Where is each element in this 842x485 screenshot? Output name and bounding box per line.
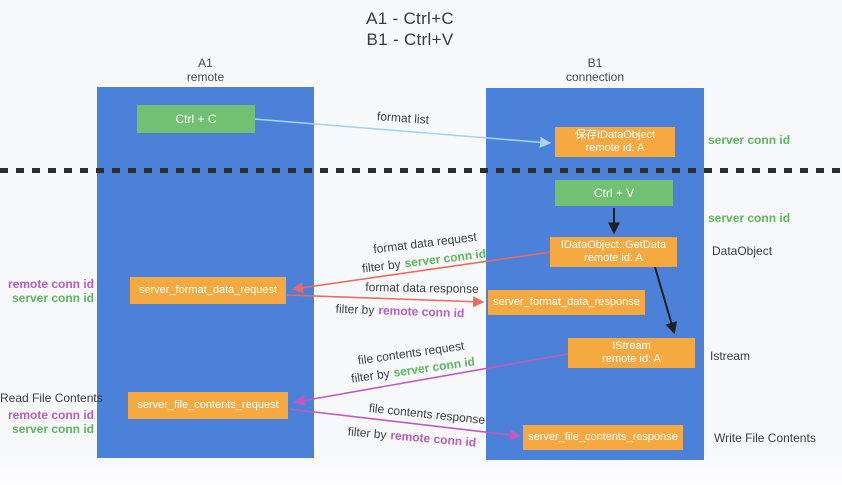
annotation-server-conn-id-top: server conn id (708, 133, 791, 147)
server-format-data-response-label: server_format_data_response (493, 296, 640, 308)
annotation-format-server-conn-id: server conn id (11, 291, 94, 305)
filter-by-text: filter by (347, 424, 388, 442)
column-header-a1: A1 remote (97, 56, 314, 84)
ctrl-c-label: Ctrl + C (175, 112, 217, 126)
node-server-file-contents-response: server_file_contents_response (523, 425, 683, 450)
node-idataobject-getdata: IDataObject::GetData remote id: A (550, 237, 677, 267)
getdata-line2: remote id: A (584, 252, 643, 264)
filter-by-text: filter by (335, 301, 375, 318)
node-ctrl-v: Ctrl + V (555, 180, 673, 206)
edge-label-format-data-response: format data response (365, 280, 479, 296)
node-ctrl-c: Ctrl + C (137, 105, 255, 133)
node-istream: IStream remote id: A (568, 338, 695, 368)
title-line-1: A1 - Ctrl+C (366, 9, 454, 28)
server-file-contents-response-label: server_file_contents_response (528, 431, 678, 443)
istream-line1: IStream (612, 340, 651, 352)
phase-divider-dotted-line (0, 168, 842, 173)
column-b1-subtitle: connection (565, 70, 625, 84)
filter-by-text: filter by (350, 366, 391, 386)
annotation-format-remote-conn-id: remote conn id (7, 277, 94, 291)
edge-label-file-contents-response: file contents response (368, 400, 486, 428)
ctrl-v-label: Ctrl + V (593, 186, 635, 200)
filter-remote-conn-id: remote conn id (378, 303, 465, 321)
node-server-format-data-response: server_format_data_response (488, 290, 645, 315)
annotation-read-file-contents: Read File Contents (0, 391, 103, 405)
node-server-format-data-request: server_format_data_request (130, 277, 286, 304)
column-a1-subtitle: remote (186, 70, 225, 84)
arrow-format-data-response (286, 294, 485, 308)
column-b1-name: B1 (587, 56, 603, 70)
node-save-idataobject: 保存IDataObject remote id: A (555, 127, 675, 157)
save-idataobject-line2: remote id: A (585, 142, 645, 154)
annotation-file-remote-conn-id: remote conn id (7, 408, 94, 422)
column-a1-name: A1 (198, 56, 213, 70)
diagram-title: A1 - Ctrl+C B1 - Ctrl+V (0, 8, 820, 50)
title-line-2: B1 - Ctrl+V (366, 30, 454, 49)
getdata-line1: IDataObject::GetData (560, 239, 667, 251)
server-file-contents-request-label: server_file_contents_request (137, 399, 279, 411)
server-format-data-request-label: server_format_data_request (138, 284, 278, 296)
annotation-write-file-contents: Write File Contents (714, 431, 816, 445)
edge-label-format-list: format list (376, 109, 430, 127)
annotation-file-server-conn-id: server conn id (11, 422, 94, 436)
annotation-server-conn-id-mid: server conn id (708, 211, 791, 225)
node-server-file-contents-request: server_file_contents_request (128, 392, 288, 419)
save-idataobject-line1: 保存IDataObject (574, 129, 656, 141)
column-header-b1: B1 connection (486, 56, 704, 84)
istream-line2: remote id: A (602, 353, 661, 365)
filter-remote-conn-id: remote conn id (389, 428, 477, 450)
filter-by-text: filter by (361, 256, 402, 276)
annotation-istream: Istream (710, 349, 751, 363)
annotation-dataobject: DataObject (712, 244, 773, 258)
